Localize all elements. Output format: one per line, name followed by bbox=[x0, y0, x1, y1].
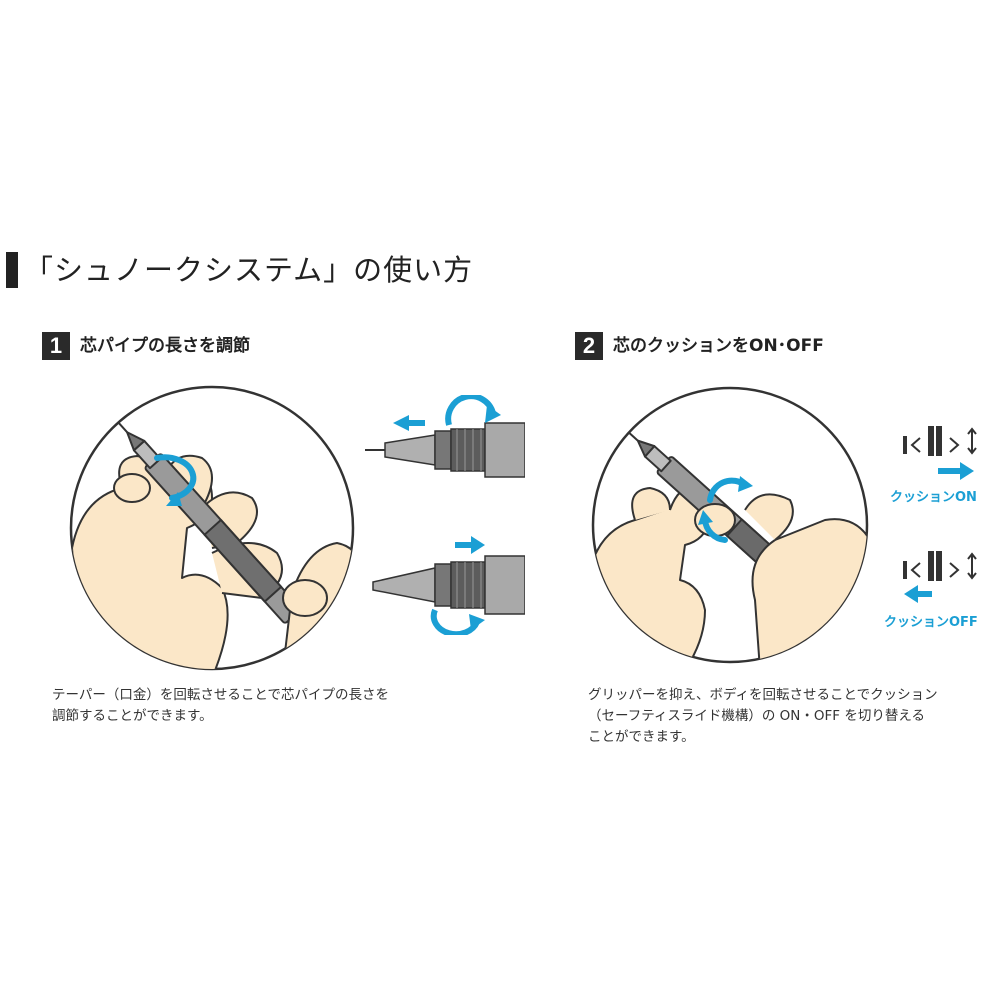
step-2-number: 2 bbox=[575, 332, 603, 360]
arrow-right-icon bbox=[455, 536, 485, 554]
cushion-on-indicator-icon bbox=[903, 426, 977, 480]
arrow-left-icon bbox=[393, 415, 425, 431]
step-1-description-line: 調節することができます。 bbox=[52, 708, 213, 724]
rotate-arrow-icon bbox=[698, 476, 753, 543]
title-marker bbox=[6, 252, 18, 288]
tip-retract-illustration bbox=[372, 536, 525, 635]
step-1-description: テーパー（口金）を回転させることで芯パイプの長さを 調節することができます。 bbox=[52, 685, 389, 727]
arrow-left-icon bbox=[904, 585, 932, 603]
step-2-description-line: ことができます。 bbox=[588, 729, 695, 745]
step-2-description: グリッパーを抑え、ボディを回転させることでクッション （セーフティスライド機構）… bbox=[588, 685, 938, 748]
step-2-description-line: （セーフティスライド機構）の ON・OFF を切り替える bbox=[588, 708, 925, 724]
step-1-title: 芯パイプの長さを調節 bbox=[80, 336, 250, 356]
cushion-off-indicator-icon bbox=[903, 551, 977, 603]
cushion-on-label: クッションON bbox=[890, 490, 977, 505]
step-1-number: 1 bbox=[42, 332, 70, 360]
arrow-right-icon bbox=[938, 462, 974, 480]
step-1-description-line: テーパー（口金）を回転させることで芯パイプの長さを bbox=[52, 687, 389, 703]
rotate-arrow-icon bbox=[445, 395, 496, 426]
step-2-title: 芯のクッションをON･OFF bbox=[613, 336, 824, 356]
tip-extend-illustration bbox=[365, 395, 525, 478]
step-2-hand-illustration bbox=[591, 386, 869, 664]
page-title: 「シュノークシステム」の使い方 bbox=[24, 253, 474, 287]
cushion-off-label: クッションOFF bbox=[884, 615, 978, 630]
step-2-description-line: グリッパーを抑え、ボディを回転させることでクッション bbox=[588, 687, 938, 703]
rotate-arrow-icon bbox=[154, 454, 197, 506]
step-1-hand-illustration bbox=[69, 385, 355, 671]
